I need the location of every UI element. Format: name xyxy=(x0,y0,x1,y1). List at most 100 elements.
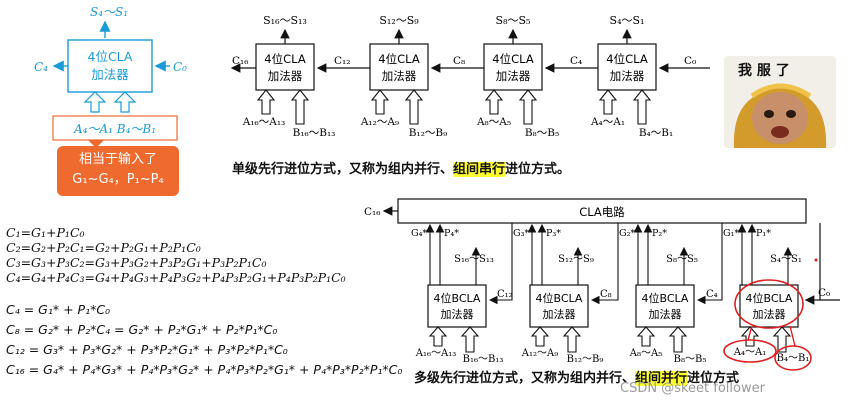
ml-a-3: A₈～A₅ xyxy=(629,348,662,359)
sl-block-2-line1: 4位CLA xyxy=(378,52,420,66)
ml-b-1: B₁₆～B₁₃ xyxy=(463,354,504,365)
callout-line1: 相当于输入了 xyxy=(78,152,157,167)
equation-star-c4: C₄ = G₁* + P₁*C₀ xyxy=(6,302,111,317)
sl-block-2-line2: 加法器 xyxy=(382,69,417,83)
ml-carry-c4: C₄ xyxy=(706,289,718,300)
single-level-diagram: 4位CLA 加法器 4位CLA 加法器 4位CLA 加法器 4位CLA 加法器 … xyxy=(230,14,710,139)
sl-carry-c12: C₁₂ xyxy=(334,55,350,67)
sl-caption-highlight: 组间串行 xyxy=(453,162,506,177)
sl-block-3 xyxy=(483,43,543,91)
ml-p3: P₃* xyxy=(546,228,561,239)
left-input-box xyxy=(52,115,178,141)
sl-arrow-b4 xyxy=(632,89,652,125)
callout-pointer xyxy=(88,140,104,148)
equation-c3: C₃=G₃+P₃C₂=G₃+P₃G₂+P₃P₂G₁+P₃P₂P₁C₀ xyxy=(6,255,267,270)
watermark: CSDN @skeet follower xyxy=(620,381,765,396)
ml-arrow-b2 xyxy=(562,326,582,353)
ml-arrow-b4 xyxy=(772,326,792,353)
ml-carry-c16: C₁₆ xyxy=(364,206,380,218)
red-circle-b xyxy=(774,345,812,371)
ml-caption-highlight: 组间并行 xyxy=(635,371,688,386)
ml-carry-c8: C₈ xyxy=(600,289,612,300)
ml-arrow-a1 xyxy=(428,326,448,347)
left-cla-diagram: S₄～S₁ 4位CLA 加法器 C₄ C₀ A₄～A₁ B₄～B₁ xyxy=(34,5,187,148)
left-carry-out: C₄ xyxy=(34,60,48,74)
sl-block-2 xyxy=(369,43,429,91)
sl-block-1-line2: 加法器 xyxy=(268,69,303,83)
left-input-arrow-b xyxy=(113,91,137,113)
ml-a-2: A₁₂～A₉ xyxy=(521,348,558,359)
ml-block-3 xyxy=(635,284,695,328)
sl-a-2: A₁₂～A₉ xyxy=(360,116,399,128)
sl-arrow-a1 xyxy=(256,89,276,115)
equation-c2: C₂=G₂+P₂C₁=G₂+P₂G₁+P₂P₁C₀ xyxy=(6,240,201,255)
left-cla-block xyxy=(67,39,153,93)
red-circle-block xyxy=(734,279,804,329)
sl-b-4: B₄～B₁ xyxy=(639,127,673,139)
sl-b-1: B₁₆～B₁₃ xyxy=(293,127,336,139)
sl-block-3-line1: 4位CLA xyxy=(492,52,534,66)
ml-b-4: B₄～B₁ xyxy=(777,353,810,364)
meme-caption: 我 服 了 xyxy=(738,63,790,79)
ml-block-1-line2: 加法器 xyxy=(441,307,474,321)
sl-a-1: A₁₆～A₁₃ xyxy=(242,116,286,128)
sl-carry-c16: C₁₆ xyxy=(232,55,248,67)
sl-b-2: B₁₂～B₉ xyxy=(409,127,448,139)
sl-sum-3: S₈～S₅ xyxy=(496,14,531,27)
sl-b-3: B₈～B₅ xyxy=(525,127,559,139)
sl-arrow-b1 xyxy=(290,89,310,125)
cla-circuit-label: CLA电路 xyxy=(579,205,625,219)
sl-sum-4: S₄～S₁ xyxy=(610,14,645,27)
ml-caption-post: 进位方式 xyxy=(687,371,740,386)
sl-caption-pre: 单级先行进位方式，又称为组内并行、 xyxy=(232,162,454,177)
single-level-caption: 单级先行进位方式，又称为组内并行、组间串行进位方式。 xyxy=(232,158,570,177)
ml-carry-c0: C₀ xyxy=(818,287,830,299)
ml-block-3-line1: 4位BCLA xyxy=(642,291,689,305)
left-input-label: A₄～A₁ B₄～B₁ xyxy=(73,122,156,136)
left-block-line2: 加法器 xyxy=(91,67,129,82)
left-block-line1: 4位CLA xyxy=(88,49,133,64)
sl-block-3-line2: 加法器 xyxy=(496,69,531,83)
ml-arrow-b3 xyxy=(668,326,688,353)
callout-line2: G₁~G₄，P₁~P₄ xyxy=(72,172,164,187)
left-output-label: S₄～S₁ xyxy=(90,5,128,19)
sl-arrow-a3 xyxy=(484,89,504,115)
sl-arrow-a2 xyxy=(370,89,390,115)
left-carry-in: C₀ xyxy=(173,60,187,74)
sl-caption-post: 进位方式。 xyxy=(505,162,571,177)
ml-g4: G₄* xyxy=(411,228,427,239)
left-input-arrow-a xyxy=(83,91,107,113)
sl-block-1-line1: 4位CLA xyxy=(264,52,306,66)
ml-block-3-line2: 加法器 xyxy=(649,307,682,321)
sl-sum-1: S₁₆～S₁₃ xyxy=(263,14,307,27)
ml-arrow-b1 xyxy=(460,326,480,353)
ml-sum-3: S₈～S₅ xyxy=(666,254,698,265)
ml-p4: P₄* xyxy=(444,228,459,239)
sl-block-4-line1: 4位CLA xyxy=(606,52,648,66)
ml-block-1-line1: 4位BCLA xyxy=(434,291,481,305)
ml-arrow-a2 xyxy=(530,326,550,347)
cla-circuit-box xyxy=(397,198,807,224)
ml-arrow-a3 xyxy=(636,326,656,347)
equation-star-c8: C₈ = G₂* + P₂*C₄ = G₂* + P₂*G₁* + P₂*P₁*… xyxy=(6,322,278,337)
sl-arrow-b3 xyxy=(518,89,538,125)
ml-g3: G₃* xyxy=(513,228,529,239)
ml-a-4: A₄～A₁ xyxy=(733,347,766,358)
sl-arrow-b2 xyxy=(404,89,424,125)
sl-block-4 xyxy=(597,43,657,91)
ml-block-4 xyxy=(739,284,799,328)
ml-p1: P₁* xyxy=(756,228,771,239)
ml-sum-2: S₁₂～S₉ xyxy=(558,254,594,265)
ml-sum-1: S₁₆～S₁₃ xyxy=(454,254,494,265)
meme-face-drawing xyxy=(724,56,836,148)
equation-c4: C₄=G₄+P₄C₃=G₄+P₄G₃+P₄P₃G₂+P₄P₃P₂G₁+P₄P₃P… xyxy=(6,270,346,285)
sl-carry-c8: C₈ xyxy=(453,55,465,67)
sl-arrow-a4 xyxy=(598,89,618,115)
multi-level-diagram: CLA电路 C₁₆ C₀ 4位BCLA 加法器 4位BCLA 加法器 4位BCL… xyxy=(364,198,840,371)
equation-star-c12: C₁₂ = G₃* + P₃*G₂* + P₃*P₂*G₁* + P₃*P₂*P… xyxy=(6,342,288,357)
sl-carry-c0: C₀ xyxy=(684,55,696,67)
ml-block-2-line1: 4位BCLA xyxy=(536,291,583,305)
ml-block-2 xyxy=(529,284,589,328)
multi-level-caption: 多级先行进位方式，又称为组内并行、组间并行进位方式 xyxy=(414,367,739,386)
